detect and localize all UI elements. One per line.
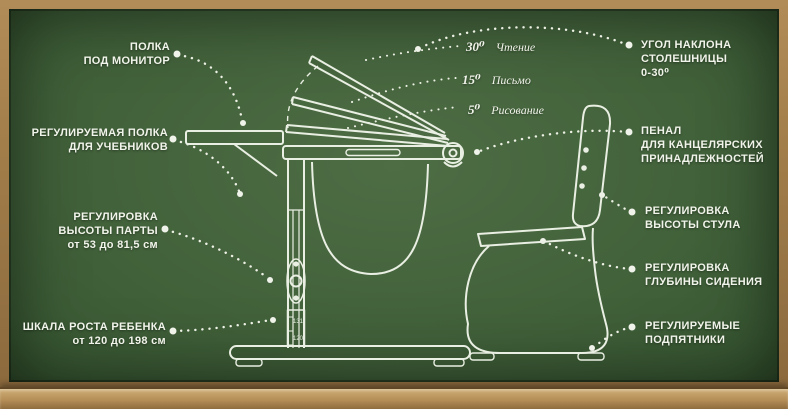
leader-lines [164, 26, 633, 349]
chalk-ledge [0, 387, 788, 409]
label-books-shelf: РЕГУЛИРУЕМАЯ ПОЛКА ДЛЯ УЧЕБНИКОВ [31, 127, 168, 153]
bullet-dots [161, 41, 636, 351]
label-chair-height-adjust: РЕГУЛИРОВКА ВЫСОТЫ СТУЛА [645, 205, 741, 231]
angle-drawing: 5⁰ Рисование [468, 102, 544, 118]
label-seat-depth-adjust: РЕГУЛИРОВКА ГЛУБИНЫ СИДЕНИЯ [645, 262, 763, 288]
chair-backrest [571, 104, 612, 228]
desk-drawing: 131 120 [185, 55, 471, 367]
desktop-board [282, 145, 462, 160]
angle-drawing-label: Рисование [491, 103, 544, 117]
footpad-rear [577, 352, 605, 361]
label-adjustable-footrests: РЕГУЛИРУЕМЫЕ ПОДПЯТНИКИ [645, 320, 741, 346]
label-tabletop-tilt-angle: УГОЛ НАКЛОНА СТОЛЕШНИЦЫ 0-30⁰ [641, 39, 732, 79]
adjust-plate [286, 258, 306, 304]
angle-drawing-degrees: 5⁰ [468, 102, 481, 117]
label-monitor-shelf: ПОЛКА ПОД МОНИТОР [83, 41, 170, 67]
angle-writing-degrees: 15⁰ [462, 72, 481, 87]
svg-text:120: 120 [293, 336, 304, 342]
growth-ruler: 131 120 [286, 309, 306, 347]
tilt-hinge [442, 142, 464, 164]
pencil-groove [345, 148, 401, 157]
footpad-front [469, 352, 495, 361]
angle-writing-label: Письмо [491, 73, 531, 87]
label-desk-height-adjust: РЕГУЛИРОВКА ВЫСОТЫ ПАРТЫ от 53 до 81,5 с… [58, 211, 158, 251]
chalkboard [9, 9, 779, 382]
label-growth-scale: ШКАЛА РОСТА РЕБЕНКА от 120 до 198 см [22, 321, 166, 347]
underdesk-panel [311, 161, 429, 275]
angle-reading-label: Чтение [495, 40, 536, 54]
angle-reading: 30⁰ Чтение [466, 39, 535, 55]
tabletop-tilt-positions [285, 55, 450, 147]
monitor-shelf [185, 130, 284, 145]
chair-drawing [464, 104, 612, 361]
angle-writing: 15⁰ Письмо [462, 72, 531, 88]
adjust-knob [289, 274, 303, 288]
angle-reading-degrees: 30⁰ [466, 39, 485, 54]
label-pencil-tray: ПЕНАЛ ДЛЯ КАНЦЕЛЯРСКИХ ПРИНАДЛЕЖНОСТЕЙ [641, 125, 764, 165]
desk-base [229, 345, 471, 360]
svg-text:131: 131 [293, 319, 304, 325]
chair-seat [477, 226, 586, 247]
chair-frame [464, 227, 609, 354]
